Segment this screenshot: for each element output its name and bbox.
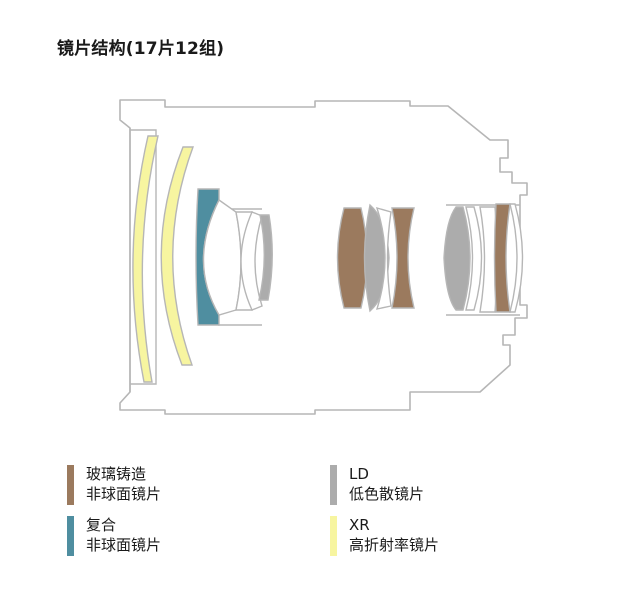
lens-barrel-outline bbox=[119, 99, 528, 415]
lens-ld-1 bbox=[258, 214, 273, 301]
lens-group2-c bbox=[240, 211, 263, 311]
legend-label-line1: LD bbox=[349, 465, 369, 483]
lens-xr-1 bbox=[132, 135, 159, 383]
lens-rear-clear-1 bbox=[465, 206, 483, 311]
lens-glass-molded-2 bbox=[391, 207, 415, 309]
lens-middle-clear bbox=[375, 206, 392, 310]
legend-swatch bbox=[67, 516, 74, 556]
legend-label-line1: 复合 bbox=[86, 516, 117, 534]
legend-label-line2: 非球面镜片 bbox=[86, 536, 162, 554]
legend-swatch bbox=[330, 465, 337, 505]
legend-item-hybrid-aspherical: 复合 非球面镜片 bbox=[67, 515, 161, 556]
legend-item-glass-molded-aspherical: 玻璃铸造 非球面镜片 bbox=[67, 464, 161, 505]
lens-xr-2 bbox=[160, 146, 195, 366]
legend-item-xr: XR 高折射率镜片 bbox=[330, 515, 439, 556]
diagram-title: 镜片结构(17片12组) bbox=[57, 39, 225, 59]
lens-rear-clear-3 bbox=[509, 203, 524, 313]
legend-label-line1: 玻璃铸造 bbox=[86, 465, 147, 483]
legend-label-line2: 低色散镜片 bbox=[349, 485, 425, 503]
lens-glass-molded-1 bbox=[336, 207, 368, 309]
lens-ld-3 bbox=[443, 206, 471, 311]
legend-swatch bbox=[67, 465, 74, 505]
lens-glass-molded-3 bbox=[493, 203, 511, 313]
legend-swatch bbox=[330, 516, 337, 556]
legend-label-line2: 高折射率镜片 bbox=[349, 536, 440, 554]
legend-label-line1: XR bbox=[349, 516, 370, 534]
legend-label-line2: 非球面镜片 bbox=[86, 485, 162, 503]
legend-item-ld: LD 低色散镜片 bbox=[330, 464, 424, 505]
